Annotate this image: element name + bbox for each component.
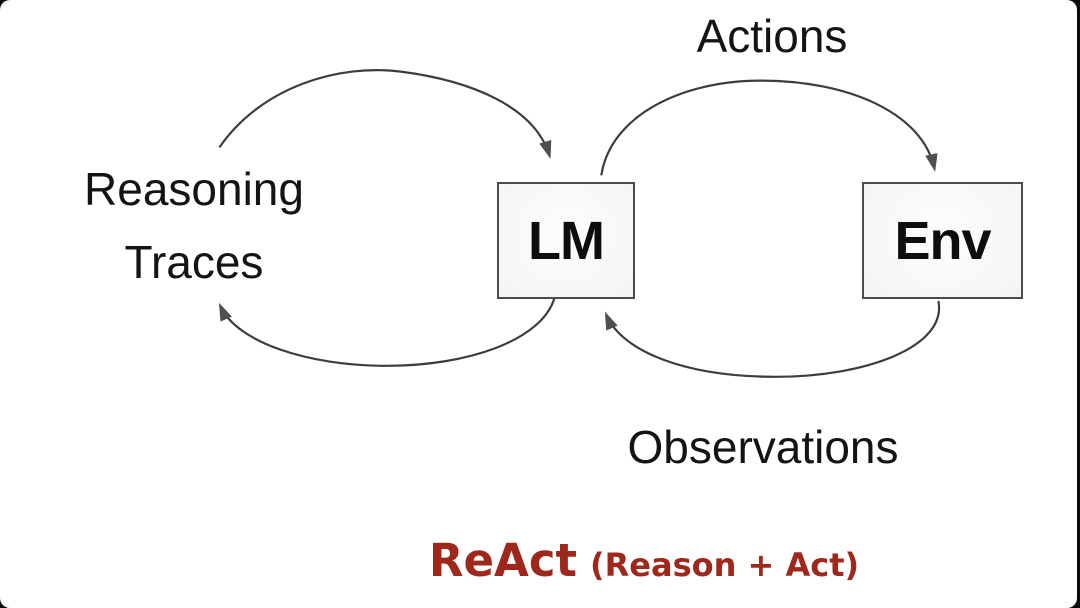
diagram-title: ReAct (Reason + Act): [429, 534, 859, 587]
reasoning-traces-label: Reasoning Traces: [84, 153, 304, 299]
lm-node: LM: [497, 182, 635, 299]
env-node: Env: [862, 182, 1023, 299]
observations-label: Observations: [627, 421, 899, 473]
title-sub: (Reason + Act): [590, 546, 860, 584]
arrow-env-to-lm-observations: [604, 300, 941, 378]
arrow-lm-to-env-actions: [600, 79, 938, 176]
reasoning-label-line2: Traces: [124, 236, 264, 288]
arrow-reasoning-to-lm: [218, 69, 552, 159]
arrow-lm-to-reasoning: [218, 297, 556, 367]
title-main: ReAct: [428, 534, 578, 587]
actions-label: Actions: [696, 10, 848, 62]
reasoning-label-line1: Reasoning: [84, 163, 304, 215]
lm-node-label: LM: [528, 210, 605, 271]
env-node-label: Env: [894, 210, 991, 271]
